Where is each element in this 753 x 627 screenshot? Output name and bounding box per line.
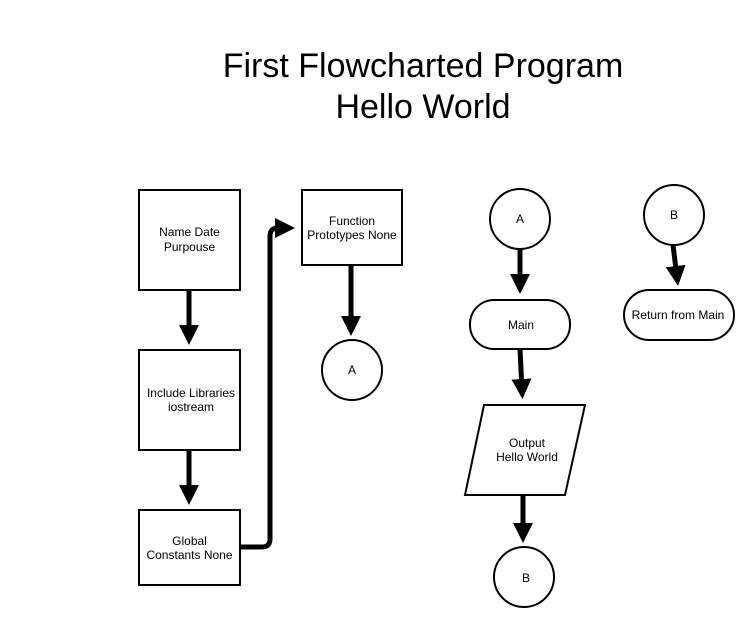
process-name-date-purpouse: Name Date Purpouse xyxy=(138,189,241,291)
node-label-line: Name Date xyxy=(159,225,220,239)
node-label-line: Return from Main xyxy=(632,308,725,322)
edge-connector-b-to-return xyxy=(665,244,686,286)
diagram-title-line-2: Hello World xyxy=(335,88,511,126)
process-function-prototypes: Function Prototypes None xyxy=(301,189,403,266)
node-label-line: Constants None xyxy=(146,548,232,562)
node-label-line: Global xyxy=(172,534,207,548)
connector-b-top: B xyxy=(643,184,705,246)
connector-label: B xyxy=(670,208,678,222)
edge-global-to-prototypes xyxy=(240,218,295,550)
connector-a-left: A xyxy=(321,339,383,401)
connector-label: B xyxy=(522,571,530,585)
terminator-main: Main xyxy=(469,299,571,350)
node-label-line: Function xyxy=(329,214,375,228)
node-label-line: Hello World xyxy=(496,450,558,464)
edge-main-to-output xyxy=(511,348,532,399)
node-label-line: Prototypes None xyxy=(307,228,397,242)
connector-label: A xyxy=(348,363,356,377)
node-label-line: Main xyxy=(508,318,534,332)
process-global-constants: Global Constants None xyxy=(138,509,241,586)
node-label-line: Include Libraries xyxy=(147,386,235,400)
connector-label: A xyxy=(516,212,524,226)
terminator-return-from-main: Return from Main xyxy=(623,289,735,341)
process-include-libraries: Include Libraries iostream xyxy=(138,349,241,451)
diagram-title-line-1: First Flowcharted Program xyxy=(222,47,624,85)
node-label-line: Purpouse xyxy=(164,240,216,254)
connector-a-top: A xyxy=(489,188,551,250)
node-label-line: Output xyxy=(509,436,546,450)
node-label-line: iostream xyxy=(168,400,214,414)
io-output-hello-world: Output Hello World xyxy=(463,404,587,496)
connector-b-bottom: B xyxy=(493,546,555,608)
